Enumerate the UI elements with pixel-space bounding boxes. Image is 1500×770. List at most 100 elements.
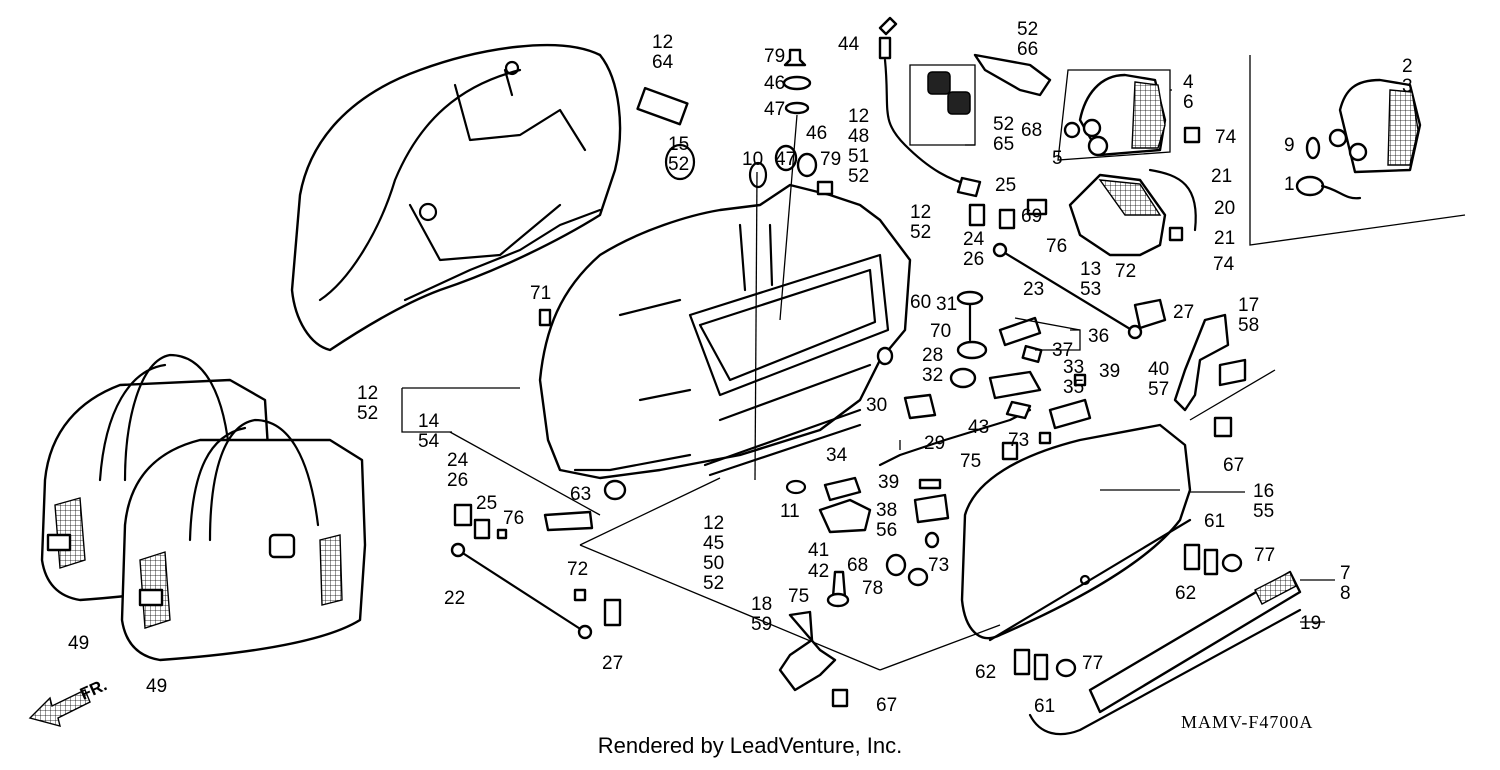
callout-63: 63 (570, 485, 591, 505)
callout-69: 69 (1021, 207, 1042, 227)
callout-number: 27 (602, 653, 624, 674)
callout-72: 72 (567, 560, 588, 580)
callout-number: 73 (928, 555, 950, 576)
callout-number: 16 (1253, 481, 1275, 502)
callout-61: 61 (1034, 697, 1055, 717)
callout-number: 6 (1183, 92, 1194, 113)
callout-number: 46 (806, 123, 828, 144)
taillight-inset (1249, 55, 1466, 246)
callout-number: 75 (788, 586, 810, 607)
callout-73: 73 (1008, 431, 1029, 451)
callout-number: 20 (1214, 198, 1236, 219)
callout-number: 37 (1052, 340, 1074, 361)
callout-number: 47 (775, 149, 797, 170)
callout-number: 45 (703, 533, 725, 554)
callout-number: 13 (1080, 259, 1102, 280)
callout-49: 49 (68, 634, 89, 654)
callout-number: 52 (1017, 19, 1039, 40)
callout-number: 62 (975, 662, 997, 683)
callout-46: 46 (764, 74, 785, 94)
callout-number: 58 (1238, 315, 1260, 336)
lower-left-hardware (450, 503, 622, 640)
callout-number: 71 (530, 283, 552, 304)
callout-number: 42 (808, 561, 830, 582)
callout-number: 9 (1284, 135, 1295, 156)
callout-number: 26 (963, 249, 985, 270)
callout-number: 47 (764, 99, 786, 120)
callout-39: 39 (1099, 362, 1120, 382)
callout-number: 54 (418, 431, 440, 452)
callout-number: 25 (995, 175, 1017, 196)
latch-lower (579, 369, 1276, 671)
callout-34: 34 (826, 446, 847, 466)
callout-39: 39 (878, 473, 899, 493)
callout-number: 39 (1099, 361, 1121, 382)
callout-number: 15 (668, 134, 690, 155)
callout-number: 12 (652, 32, 674, 53)
callout-number: 61 (1034, 696, 1056, 717)
callout-37: 37 (1052, 341, 1073, 361)
front-direction-arrow (28, 689, 91, 727)
callout-36: 36 (1088, 327, 1109, 347)
callout-number: 79 (764, 46, 786, 67)
render-credit: Rendered by LeadVenture, Inc. (597, 733, 903, 758)
callout-number: 70 (930, 321, 952, 342)
callout-41: 41 (808, 541, 829, 561)
callout-number: 29 (924, 433, 946, 454)
callout-number: 59 (751, 614, 773, 635)
callout-number: 25 (476, 493, 498, 514)
callout-22: 22 (444, 589, 465, 609)
callout-number: 23 (1023, 279, 1045, 300)
callout-number: 67 (876, 695, 898, 716)
callout-44: 44 (838, 35, 859, 55)
callout-27: 27 (602, 654, 623, 674)
taillight-assembly (1057, 69, 1201, 161)
callout-67: 67 (1223, 456, 1244, 476)
callout-11: 11 (780, 502, 800, 522)
callout-number: 51 (848, 146, 870, 167)
callout-1: 1 (1284, 175, 1295, 195)
callout-number: 36 (1088, 326, 1110, 347)
callout-number: 43 (968, 417, 990, 438)
decal-labels (909, 53, 1052, 146)
callout-number: 38 (876, 500, 898, 521)
callout-47: 47 (775, 150, 796, 170)
callout-number: 5 (1052, 148, 1063, 169)
callout-number: 31 (936, 294, 958, 315)
callout-number: 12 (848, 106, 870, 127)
callout-number: 3 (1402, 76, 1413, 97)
callout-number: 73 (1008, 430, 1030, 451)
callout-number: 28 (922, 345, 944, 366)
callout-number: 72 (1115, 261, 1137, 282)
callout-number: 77 (1082, 653, 1104, 674)
callout-27: 27 (1173, 303, 1194, 323)
callout-46: 46 (806, 124, 827, 144)
callout-20: 20 (1214, 199, 1235, 219)
callout-number: 21 (1211, 166, 1233, 187)
callout-number: 8 (1340, 583, 1351, 604)
callout-73: 73 (928, 556, 949, 576)
callout-number: 49 (146, 676, 168, 697)
callout-61: 61 (1204, 512, 1225, 532)
callout-number: 22 (444, 588, 466, 609)
callout-43: 43 (968, 418, 989, 438)
callout-number: 61 (1204, 511, 1226, 532)
callout-number: 35 (1063, 377, 1085, 398)
callout-number: 52 (668, 154, 690, 175)
callout-number: 46 (764, 73, 786, 94)
callout-19: 19 (1300, 614, 1321, 634)
